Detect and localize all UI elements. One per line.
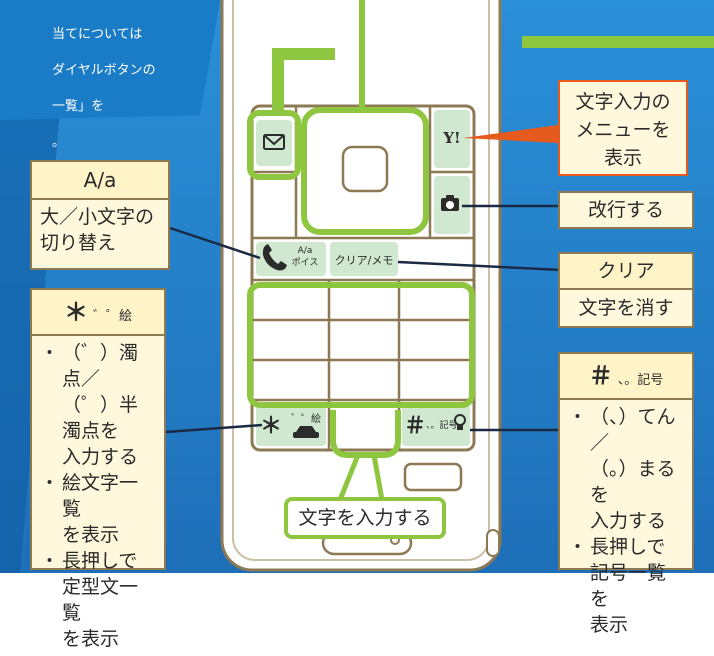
top-green-bar-right — [522, 36, 714, 48]
top-left-panel — [0, 0, 220, 120]
note-line-3: 一覧」を — [52, 99, 105, 114]
camera-icon — [441, 195, 459, 211]
star-item-3-line-1: 長押しで — [62, 550, 138, 572]
hash-item-1-line-2: （。）まるを — [590, 458, 676, 506]
star-item-2-line-2: を表示 — [62, 524, 120, 546]
star-item-2: 絵文字一覧 を表示 — [40, 470, 156, 548]
input-chars-callout: 文字を入力する — [284, 497, 446, 539]
hash-item-2: 長押しで 記号一覧を 表示 — [568, 534, 684, 638]
hash-callout-sub: 、。記号 — [617, 373, 664, 388]
newline-text: 改行する — [587, 199, 664, 221]
case-toggle-title: A/a — [32, 162, 168, 200]
clear-key[interactable] — [330, 242, 398, 276]
case-connector — [169, 226, 261, 260]
case-toggle-callout: A/a 大／小文字の 切り替え — [30, 160, 170, 270]
clear-callout-body: 文字を消す — [578, 297, 674, 319]
handset-icon — [262, 244, 287, 271]
hash-item-2-line-3: 表示 — [590, 614, 629, 636]
case-toggle-line-1: 大／小文字の — [40, 206, 155, 228]
clear-callout: クリア 文字を消す — [558, 252, 694, 328]
clear-connector — [397, 260, 563, 272]
hash-key-sub: 、。記号 — [426, 421, 458, 431]
menu-line-3: 表示 — [603, 147, 642, 169]
hash-callout-symbol: ＃ — [588, 362, 613, 390]
star-callout-list: （゛）濁点／ （゜）半濁点を 入力する 絵文字一覧 を表示 長押しで 定型文一覧… — [32, 336, 164, 656]
clear-key-label: クリア/メモ — [334, 254, 394, 267]
phone-inner-outline — [232, 0, 490, 561]
hash-item-1-line-1: （、）てん／ — [590, 406, 676, 454]
star-key-symbol: ＊ — [260, 414, 283, 439]
call-key-label-1: A/a — [297, 246, 313, 256]
hash-callout-title: ＃ 、。記号 — [560, 354, 692, 400]
envelope-icon — [263, 134, 285, 150]
star-item-2-line-1: 絵文字一覧 — [62, 472, 139, 520]
star-callout-symbol: ＊ — [63, 298, 88, 326]
top-note: 当てについては ダイヤルボタンの 一覧」を 。 — [52, 8, 212, 170]
menu-callout: 文字入力の メニューを 表示 — [558, 80, 688, 176]
note-line-1: 当てについては — [52, 27, 143, 42]
y-key[interactable] — [434, 110, 470, 168]
input-pointer-right — [371, 454, 385, 501]
hash-item-1-line-3: 入力する — [590, 510, 667, 532]
star-callout-sub: ゛゜絵 — [93, 309, 133, 324]
star-key-sub: ゛゜絵 — [291, 414, 321, 425]
number-keys-highlight — [247, 282, 475, 408]
case-toggle-body: 大／小文字の 切り替え — [32, 200, 168, 260]
phone-keypad-diagram: 当てについては ダイヤルボタンの 一覧」を 。 Y! A/a ポイス クリア/メ… — [0, 0, 714, 573]
hash-key[interactable] — [402, 404, 470, 446]
input-pointer-left — [337, 454, 361, 501]
star-item-3-line-2: 定型文一覧 — [62, 576, 139, 624]
star-item-1-line-3: 入力する — [62, 446, 139, 468]
earpiece-slot — [403, 462, 463, 492]
star-callout-title: ＊ ゛゜絵 — [32, 290, 164, 336]
hash-callout: ＃ 、。記号 （、）てん／ （。）まるを 入力する 長押しで 記号一覧を 表示 — [558, 352, 694, 636]
hash-item-1: （、）てん／ （。）まるを 入力する — [568, 404, 684, 534]
clear-callout-title: クリア — [560, 254, 692, 290]
star-item-1: （゛）濁点／ （゜）半濁点を 入力する — [40, 340, 156, 470]
bulb-icon — [454, 414, 466, 430]
call-key-label: A/a ポイス — [284, 245, 326, 269]
bottom-center-highlight — [330, 410, 401, 458]
star-item-1-line-1: （゛）濁点／ — [62, 342, 139, 390]
hash-item-2-line-2: 記号一覧を — [590, 562, 667, 610]
newline-callout: 改行する — [558, 191, 694, 229]
center-select-key[interactable] — [341, 145, 389, 193]
note-line-2: ダイヤルボタンの — [52, 63, 156, 78]
case-toggle-line-2: 切り替え — [40, 232, 117, 254]
star-item-3-line-3: を表示 — [62, 628, 120, 650]
call-key-label-2: ポイス — [291, 258, 319, 268]
side-button — [486, 529, 500, 557]
menu-line-2: メニューを — [575, 119, 671, 141]
star-callout: ＊ ゛゜絵 （゛）濁点／ （゜）半濁点を 入力する 絵文字一覧 を表示 長押しで… — [30, 288, 166, 650]
top-green-bar-left — [272, 48, 335, 113]
star-connector — [165, 423, 263, 434]
car-icon — [293, 426, 319, 438]
menu-pointer — [463, 125, 558, 143]
hash-key-symbol: ＃ — [404, 414, 427, 439]
menu-line-1: 文字入力の — [575, 91, 671, 113]
hash-item-2-line-1: 長押しで — [590, 536, 666, 558]
star-item-1-line-2: （゜）半濁点を — [62, 394, 139, 442]
star-item-3: 長押しで 定型文一覧 を表示 — [40, 548, 156, 652]
y-key-label: Y! — [443, 129, 461, 147]
input-chars-text: 文字を入力する — [298, 507, 432, 529]
hash-callout-list: （、）てん／ （。）まるを 入力する 長押しで 記号一覧を 表示 — [560, 400, 692, 642]
note-line-4: 。 — [52, 135, 66, 150]
